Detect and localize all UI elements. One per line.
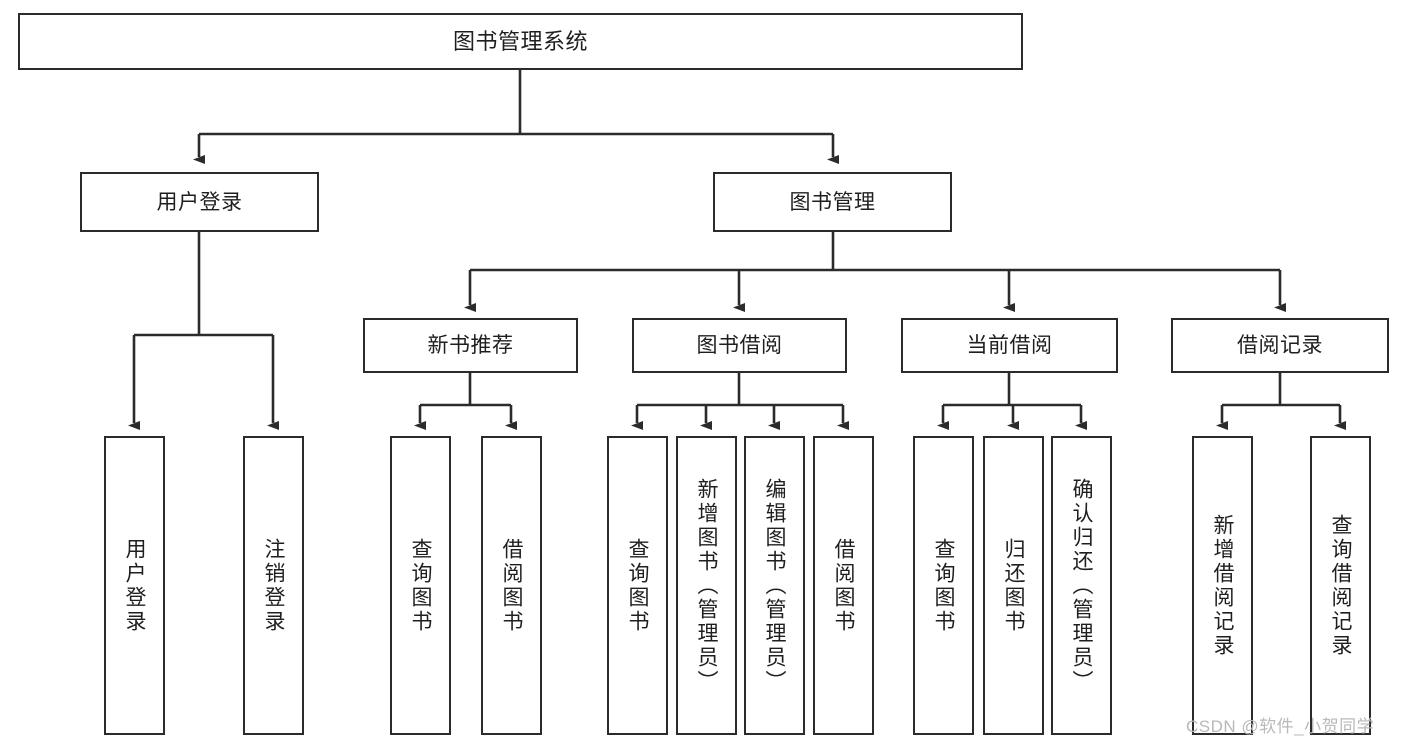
leaf-user-login-logout-label: 注销登录 (262, 537, 285, 634)
node-book-management[interactable]: 图书管理 (713, 172, 952, 232)
leaf-current-query-book-label: 查询图书 (932, 537, 955, 634)
node-book-management-label: 图书管理 (789, 190, 876, 214)
leaf-record-query-label: 查询借阅记录 (1329, 513, 1352, 658)
leaf-record-add-label: 新增借阅记录 (1211, 513, 1234, 658)
node-book-borrow[interactable]: 图书借阅 (632, 318, 847, 373)
leaf-borrow-borrow-book-label: 借阅图书 (832, 537, 855, 634)
node-new-book-recommend[interactable]: 新书推荐 (363, 318, 578, 373)
node-new-book-recommend-label: 新书推荐 (427, 334, 514, 357)
leaf-borrow-query-book-label: 查询图书 (626, 537, 649, 634)
csdn-watermark: CSDN @软件_小贺同学 (1186, 717, 1375, 736)
leaf-record-query[interactable]: 查询借阅记录 (1310, 436, 1371, 735)
node-current-borrow-label: 当前借阅 (966, 334, 1053, 357)
node-user-login-label: 用户登录 (156, 190, 243, 214)
leaf-borrow-query-book[interactable]: 查询图书 (607, 436, 668, 735)
node-borrow-record[interactable]: 借阅记录 (1171, 318, 1389, 373)
node-borrow-record-label: 借阅记录 (1237, 334, 1323, 357)
leaf-current-return-book[interactable]: 归还图书 (983, 436, 1044, 735)
leaf-new-book-query[interactable]: 查询图书 (390, 436, 451, 735)
leaf-user-login-logout[interactable]: 注销登录 (243, 436, 304, 735)
leaf-borrow-edit-book-label: 编辑图书（管理员） (763, 477, 786, 694)
leaf-borrow-add-book[interactable]: 新增图书（管理员） (676, 436, 737, 735)
leaf-borrow-add-book-label: 新增图书（管理员） (695, 477, 718, 694)
leaf-new-book-borrow[interactable]: 借阅图书 (481, 436, 542, 735)
leaf-user-login-login-label: 用户登录 (123, 537, 146, 634)
leaf-current-confirm-return-label: 确认归还（管理员） (1070, 477, 1093, 694)
node-user-login[interactable]: 用户登录 (80, 172, 319, 232)
node-current-borrow[interactable]: 当前借阅 (901, 318, 1118, 373)
leaf-current-return-book-label: 归还图书 (1002, 537, 1025, 634)
leaf-user-login-login[interactable]: 用户登录 (104, 436, 165, 735)
leaf-borrow-borrow-book[interactable]: 借阅图书 (813, 436, 874, 735)
leaf-current-confirm-return[interactable]: 确认归还（管理员） (1051, 436, 1112, 735)
leaf-record-add[interactable]: 新增借阅记录 (1192, 436, 1253, 735)
leaf-borrow-edit-book[interactable]: 编辑图书（管理员） (744, 436, 805, 735)
node-root-system-label: 图书管理系统 (452, 28, 588, 54)
node-root-system[interactable]: 图书管理系统 (18, 13, 1023, 70)
leaf-current-query-book[interactable]: 查询图书 (913, 436, 974, 735)
leaf-new-book-query-label: 查询图书 (409, 537, 432, 634)
node-book-borrow-label: 图书借阅 (696, 334, 783, 357)
leaf-new-book-borrow-label: 借阅图书 (500, 537, 523, 634)
